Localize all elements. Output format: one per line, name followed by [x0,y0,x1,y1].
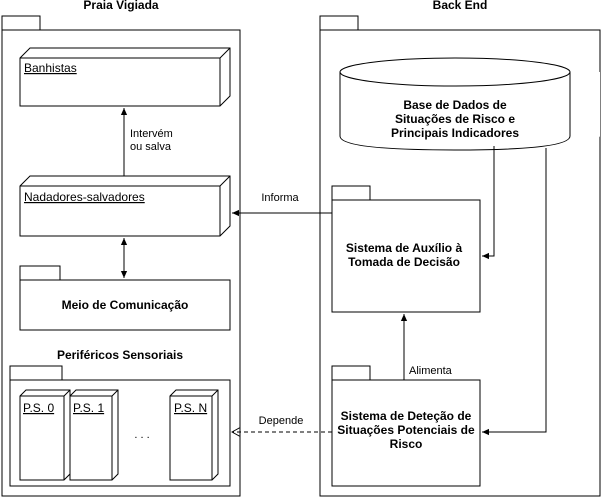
db-to-detecao-arrow [482,148,547,436]
auxilio-line-1: Sistema de Auxílio à [346,241,463,255]
informa-label: Informa [261,192,299,204]
ellipsis: . . . [134,429,149,441]
database-cylinder[interactable]: Base de Dados de Situações de Risco e Pr… [339,57,600,151]
nadadores-label: Nadadores-salvadores [24,190,145,204]
banhistas-node[interactable]: Banhistas [19,47,231,107]
nadadores-salvadores-node[interactable]: Nadadores-salvadores [19,175,231,237]
psn-node[interactable]: P.S. N [169,389,219,481]
sistema-detecao-package[interactable]: Sistema de Deteção de Situações Potencia… [331,365,481,487]
db-line-1: Base de Dados de [403,98,507,112]
backend-title: Back End [433,0,488,12]
auxilio-line-2: Tomada de Decisão [348,255,460,269]
intervem-label-2: ou salva [130,141,172,153]
detecao-line-3: Risco [390,437,423,451]
db-line-2: Situações de Risco e [395,112,515,126]
ps1-node[interactable]: P.S. 1 [69,389,119,481]
psn-label: P.S. N [174,401,207,415]
ps1-label: P.S. 1 [73,401,104,415]
db-line-3: Principais Indicadores [391,126,519,140]
sistema-auxilio-package[interactable]: Sistema de Auxílio à Tomada de Decisão [331,185,481,313]
detecao-line-2: Situações Potenciais de [337,423,475,437]
meio-label: Meio de Comunicação [62,298,189,312]
ps0-label: P.S. 0 [23,401,54,415]
meio-comunicacao-package[interactable]: Meio de Comunicação [19,265,231,331]
detecao-line-1: Sistema de Deteção de [341,409,472,423]
alimenta-label: Alimenta [409,365,453,377]
ps0-node[interactable]: P.S. 0 [19,389,71,481]
depende-label: Depende [259,415,304,427]
perifericos-title: Periféricos Sensoriais [57,348,183,362]
db-to-auxilio-arrow [482,146,495,260]
package-tab [1,15,41,31]
banhistas-label: Banhistas [24,61,77,75]
praia-vigiada-title: Praia Vigiada [83,0,158,12]
intervem-label-1: Intervém [130,128,173,140]
